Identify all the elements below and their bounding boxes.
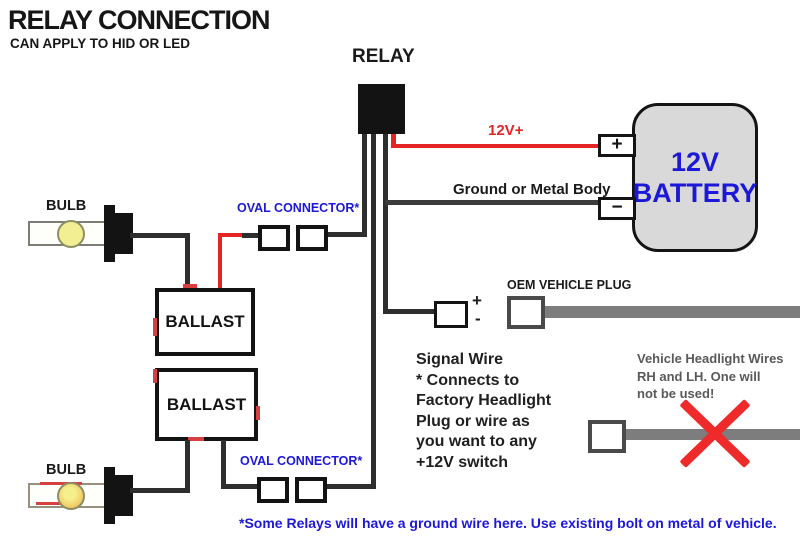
- ground-wire: [385, 200, 600, 205]
- ground-wire-label: Ground or Metal Body: [453, 181, 611, 198]
- connector1-square-a: [258, 225, 290, 251]
- ballast1-red-accent-top: [183, 284, 197, 288]
- connector1-label: OVAL CONNECTOR*: [237, 201, 360, 215]
- ballast1-label: BALLAST: [165, 312, 245, 331]
- oem-plug-icon: [507, 296, 545, 329]
- bulb2-wire-h: [130, 488, 190, 493]
- battery-label-line1: 12V: [670, 146, 720, 177]
- connector2-square-b: [295, 477, 327, 503]
- page-subtitle: CAN APPLY TO HID OR LED: [10, 36, 191, 51]
- signal-wire-note: Signal Wire * Connects to Factory Headli…: [416, 350, 551, 473]
- signal-note-line: you want to any: [416, 433, 537, 450]
- bulb2-red-accent-top: [40, 482, 82, 485]
- battery-icon: 12V BATTERY: [632, 103, 758, 252]
- ballast1-red-accent-left: [153, 318, 157, 336]
- bulb1-base: [104, 205, 115, 262]
- battery-label-line2: BATTERY: [632, 177, 758, 208]
- ballast1-red-wire-h: [218, 233, 244, 237]
- bulb1-label: BULB: [46, 198, 87, 214]
- signal-wire-horizontal: [385, 309, 435, 314]
- connector1-to-relay-wire: [328, 232, 367, 237]
- headlight-note-line: Vehicle Headlight Wires: [637, 351, 784, 366]
- signal-note-line: * Connects to: [416, 371, 520, 389]
- bulb2-base-block: [113, 475, 133, 516]
- bulb1-base-block: [113, 213, 133, 254]
- positive-wire: [391, 144, 600, 148]
- oem-plug-label: OEM VEHICLE PLUG: [507, 278, 632, 292]
- red-x-icon: [679, 399, 751, 468]
- connector1-left-wire: [242, 233, 258, 238]
- signal-note-line: Plug or wire as: [416, 412, 530, 430]
- relay-leg-signal-wire: [383, 134, 388, 314]
- footer-note: *Some Relays will have a ground wire her…: [239, 515, 777, 531]
- oem-plug-cable: [545, 306, 800, 318]
- ballast2-label: BALLAST: [166, 394, 247, 414]
- connector2-square-a: [257, 477, 289, 503]
- ballast1-box: BALLAST: [155, 288, 255, 356]
- headlight-note-line: not be used!: [637, 386, 715, 401]
- signal-note-line: Factory Headlight: [416, 392, 552, 409]
- connector2-to-relay-wire: [327, 484, 376, 489]
- ballast2-box: BALLAST: [155, 368, 258, 441]
- signal-plug-icon: [434, 301, 468, 328]
- bulb1-wire-h: [130, 233, 190, 238]
- signal-plug-minus: -: [475, 309, 481, 328]
- bulb2-base: [104, 467, 115, 524]
- relay-leg-bulb2-wire: [371, 134, 376, 489]
- positive-wire-stub: [391, 134, 396, 148]
- signal-note-line: Signal Wire: [416, 351, 503, 368]
- bulb1-glass: [57, 220, 85, 248]
- headlight-wires-note: Vehicle Headlight Wires RH and LH. One w…: [637, 350, 784, 403]
- relay-icon: [358, 84, 405, 134]
- bulb1-wire-v: [185, 233, 190, 288]
- connector2-label: OVAL CONNECTOR*: [240, 454, 363, 468]
- relay-leg-bulb1-wire: [362, 134, 367, 237]
- bulb2-wire-v: [185, 440, 190, 493]
- connector1-square-b: [296, 225, 328, 251]
- page-title: RELAY CONNECTION: [8, 5, 271, 35]
- ballast2-red-accent-bottom: [188, 437, 204, 441]
- ballast2-conn2-wire-v: [221, 440, 226, 489]
- ballast2-red-accent-right: [256, 406, 260, 420]
- ballast2-red-accent-left: [153, 369, 157, 383]
- headlight-note-line: RH and LH. One will: [637, 368, 761, 384]
- headlight-plug-icon: [588, 420, 626, 453]
- signal-note-line: +12V switch: [416, 453, 509, 471]
- battery-plus-terminal: +: [598, 134, 636, 157]
- ballast2-conn2-wire-h: [221, 484, 261, 489]
- positive-wire-label: 12V+: [488, 122, 524, 139]
- signal-plug-plus: +: [472, 291, 482, 310]
- ballast1-red-wire-v: [218, 233, 222, 288]
- battery-minus-terminal: −: [598, 197, 636, 220]
- bulb2-glass: [57, 482, 85, 510]
- bulb2-label: BULB: [46, 462, 87, 478]
- relay-label: RELAY: [352, 46, 415, 67]
